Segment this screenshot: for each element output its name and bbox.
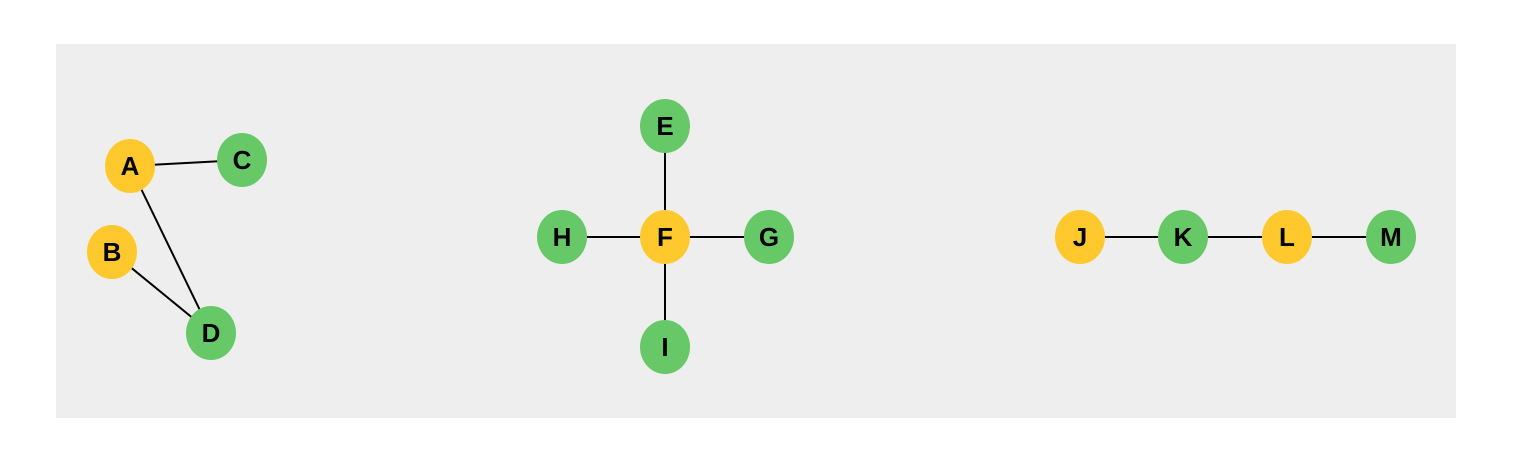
node-label: J: [1073, 222, 1087, 252]
node-label: A: [121, 151, 140, 181]
node-circle: [87, 225, 137, 279]
node-circle: [744, 210, 794, 264]
node-label: G: [759, 222, 779, 252]
node-label: C: [233, 145, 252, 175]
node-b: B: [87, 225, 137, 279]
node-label: H: [553, 222, 572, 252]
node-g: G: [744, 210, 794, 264]
node-label: F: [657, 222, 673, 252]
node-m: M: [1366, 210, 1416, 264]
node-label: D: [202, 318, 221, 348]
node-circle: [640, 210, 690, 264]
node-circle: [537, 210, 587, 264]
node-circle: [640, 320, 690, 374]
node-l: L: [1262, 210, 1312, 264]
node-label: M: [1380, 222, 1402, 252]
nodes-layer: A B C D E F G H I J K L M: [87, 99, 1416, 374]
node-c: C: [217, 133, 267, 187]
node-circle: [1366, 210, 1416, 264]
node-d: D: [186, 306, 236, 360]
node-circle: [640, 99, 690, 153]
node-label: E: [656, 111, 673, 141]
node-circle: [105, 139, 155, 193]
node-circle: [1055, 210, 1105, 264]
node-e: E: [640, 99, 690, 153]
node-circle: [186, 306, 236, 360]
node-i: I: [640, 320, 690, 374]
node-k: K: [1158, 210, 1208, 264]
node-circle: [1262, 210, 1312, 264]
node-label: L: [1279, 222, 1295, 252]
node-label: I: [661, 332, 668, 362]
node-j: J: [1055, 210, 1105, 264]
node-circle: [217, 133, 267, 187]
edge-a-d: [129, 165, 212, 334]
node-label: B: [103, 237, 122, 267]
node-label: K: [1174, 222, 1193, 252]
node-f: F: [640, 210, 690, 264]
node-a: A: [105, 139, 155, 193]
node-circle: [1158, 210, 1208, 264]
node-h: H: [537, 210, 587, 264]
